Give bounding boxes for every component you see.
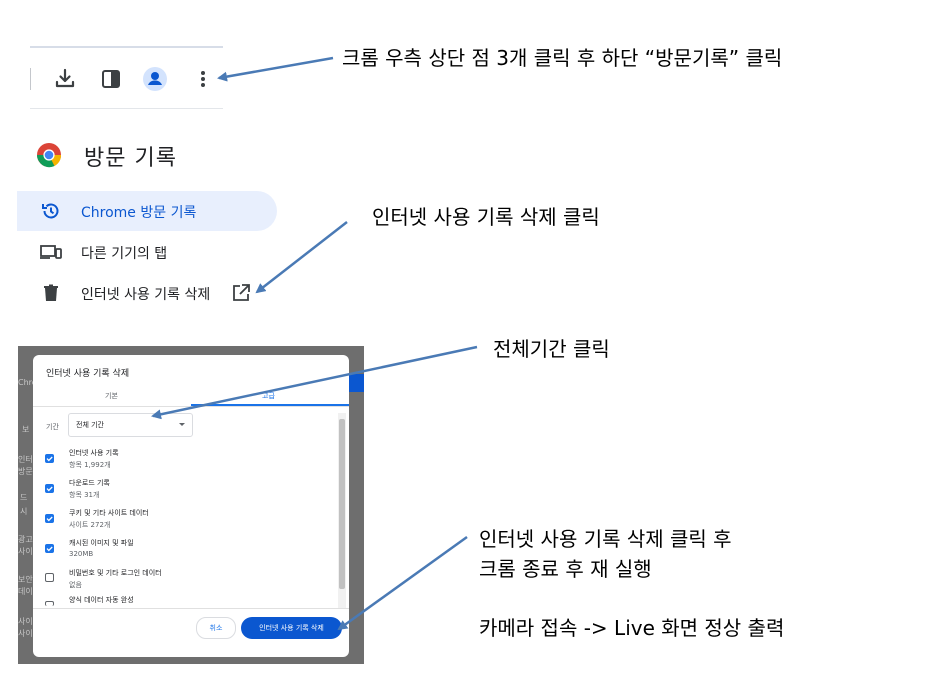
annotation-step3: 전체기간 클릭 [493, 337, 610, 361]
annotation-step5: 카메라 접속 -> Live 화면 정상 출력 [479, 616, 785, 640]
more-vert-icon[interactable] [190, 66, 216, 92]
dialog-title: 인터넷 사용 기록 삭제 [46, 369, 130, 379]
annotation-step1: 크롬 우측 상단 점 3개 클릭 후 하단 “방문기록” 클릭 [342, 46, 783, 70]
toolbar-bottom-border [30, 108, 223, 109]
annotation-step2: 인터넷 사용 기록 삭제 클릭 [372, 205, 600, 229]
item-title: 양식 데이터 자동 완성 [69, 596, 134, 604]
side-panel-icon[interactable] [98, 66, 124, 92]
footer-divider [33, 608, 349, 609]
arrow-step4 [337, 535, 468, 631]
tab-advanced[interactable]: 고급 [262, 392, 275, 400]
item-subtitle: 항목 1,992개 [69, 461, 111, 469]
cancel-button[interactable]: 취소 [196, 617, 236, 639]
profile-icon[interactable] [142, 66, 168, 92]
item-subtitle: 없음 [69, 581, 82, 589]
nav-label-other-devices: 다른 기기의 탭 [81, 246, 168, 262]
download-icon[interactable] [52, 66, 78, 92]
clear-browsing-data-dialog: 인터넷 사용 기록 삭제 기본 고급 기간 전체 기간 인터넷 사용 기록 항목… [33, 355, 349, 657]
annotation-step4-line2: 크롬 종료 후 재 실행 [479, 557, 652, 581]
nav-item-clear-browsing-data[interactable]: 인터넷 사용 기록 삭제 [17, 273, 277, 313]
bg-fragment: 인터 [18, 455, 33, 464]
period-select-value: 전체 기간 [76, 421, 104, 429]
period-select[interactable]: 전체 기간 [68, 413, 193, 437]
clear-data-button[interactable]: 인터넷 사용 기록 삭제 [241, 617, 342, 639]
checkbox-browsing-history[interactable] [45, 454, 54, 463]
browser-toolbar [30, 46, 223, 110]
item-title: 캐시된 이미지 및 파일 [69, 539, 134, 547]
trash-icon [40, 282, 62, 304]
bg-fragment: 사이 [18, 547, 33, 556]
arrow-step1 [217, 56, 334, 82]
bg-fragment: 광고 [18, 535, 33, 544]
checkbox-download-history[interactable] [45, 484, 54, 493]
item-title: 인터넷 사용 기록 [69, 449, 119, 457]
item-subtitle: 항목 31개 [69, 491, 100, 499]
bg-fragment: 방문 [18, 467, 33, 476]
bg-fragment: 사이 [18, 617, 33, 626]
tab-basic[interactable]: 기본 [105, 392, 118, 400]
annotation-step4-line1: 인터넷 사용 기록 삭제 클릭 후 [479, 527, 732, 551]
item-title: 다운로드 기록 [69, 479, 110, 487]
item-subtitle: 320MB [69, 550, 94, 558]
clear-data-dialog-screenshot: Chro 보 인터 방문 드 시 광고 사이 보안 데이 사이 사이 인터넷 사… [18, 346, 364, 664]
bg-fragment: 시 [20, 507, 28, 516]
dropdown-arrow-icon [179, 423, 185, 426]
history-page-title: 방문 기록 [84, 146, 177, 171]
item-title: 쿠키 및 기타 사이트 데이터 [69, 509, 149, 517]
toolbar-top-border [30, 46, 223, 48]
nav-label-clear-browsing-data: 인터넷 사용 기록 삭제 [81, 287, 211, 303]
arrow-step2 [255, 221, 348, 294]
bg-fragment: 보안 [18, 575, 33, 584]
bg-fragment: 사이 [18, 629, 33, 638]
item-title: 비밀번호 및 기타 로그인 데이터 [69, 569, 162, 577]
scrollbar-thumb[interactable] [339, 419, 345, 589]
item-subtitle: 사이트 272개 [69, 521, 111, 529]
devices-icon [39, 241, 62, 263]
nav-item-chrome-history[interactable]: Chrome 방문 기록 [17, 191, 277, 231]
bg-fragment: Chro [18, 378, 37, 387]
checkbox-cached-images[interactable] [45, 544, 54, 553]
toolbar-divider [30, 68, 31, 90]
bg-fragment: 데이 [18, 587, 33, 596]
tab-divider [33, 406, 349, 407]
tab-active-indicator [191, 404, 349, 406]
bg-fragment: 드 [20, 493, 28, 502]
chrome-logo-icon [36, 142, 62, 168]
bg-fragment: 보 [22, 425, 30, 434]
checkbox-passwords[interactable] [45, 573, 54, 582]
checkbox-autofill[interactable] [45, 601, 54, 606]
arrow-step3 [151, 345, 478, 420]
open-in-new-icon [231, 283, 253, 305]
period-label: 기간 [46, 423, 59, 431]
bg-blue-button-edge [348, 374, 364, 392]
nav-item-other-devices[interactable]: 다른 기기의 탭 [17, 232, 277, 272]
history-icon [40, 200, 62, 222]
nav-label-chrome-history: Chrome 방문 기록 [81, 205, 197, 221]
checkbox-cookies[interactable] [45, 514, 54, 523]
